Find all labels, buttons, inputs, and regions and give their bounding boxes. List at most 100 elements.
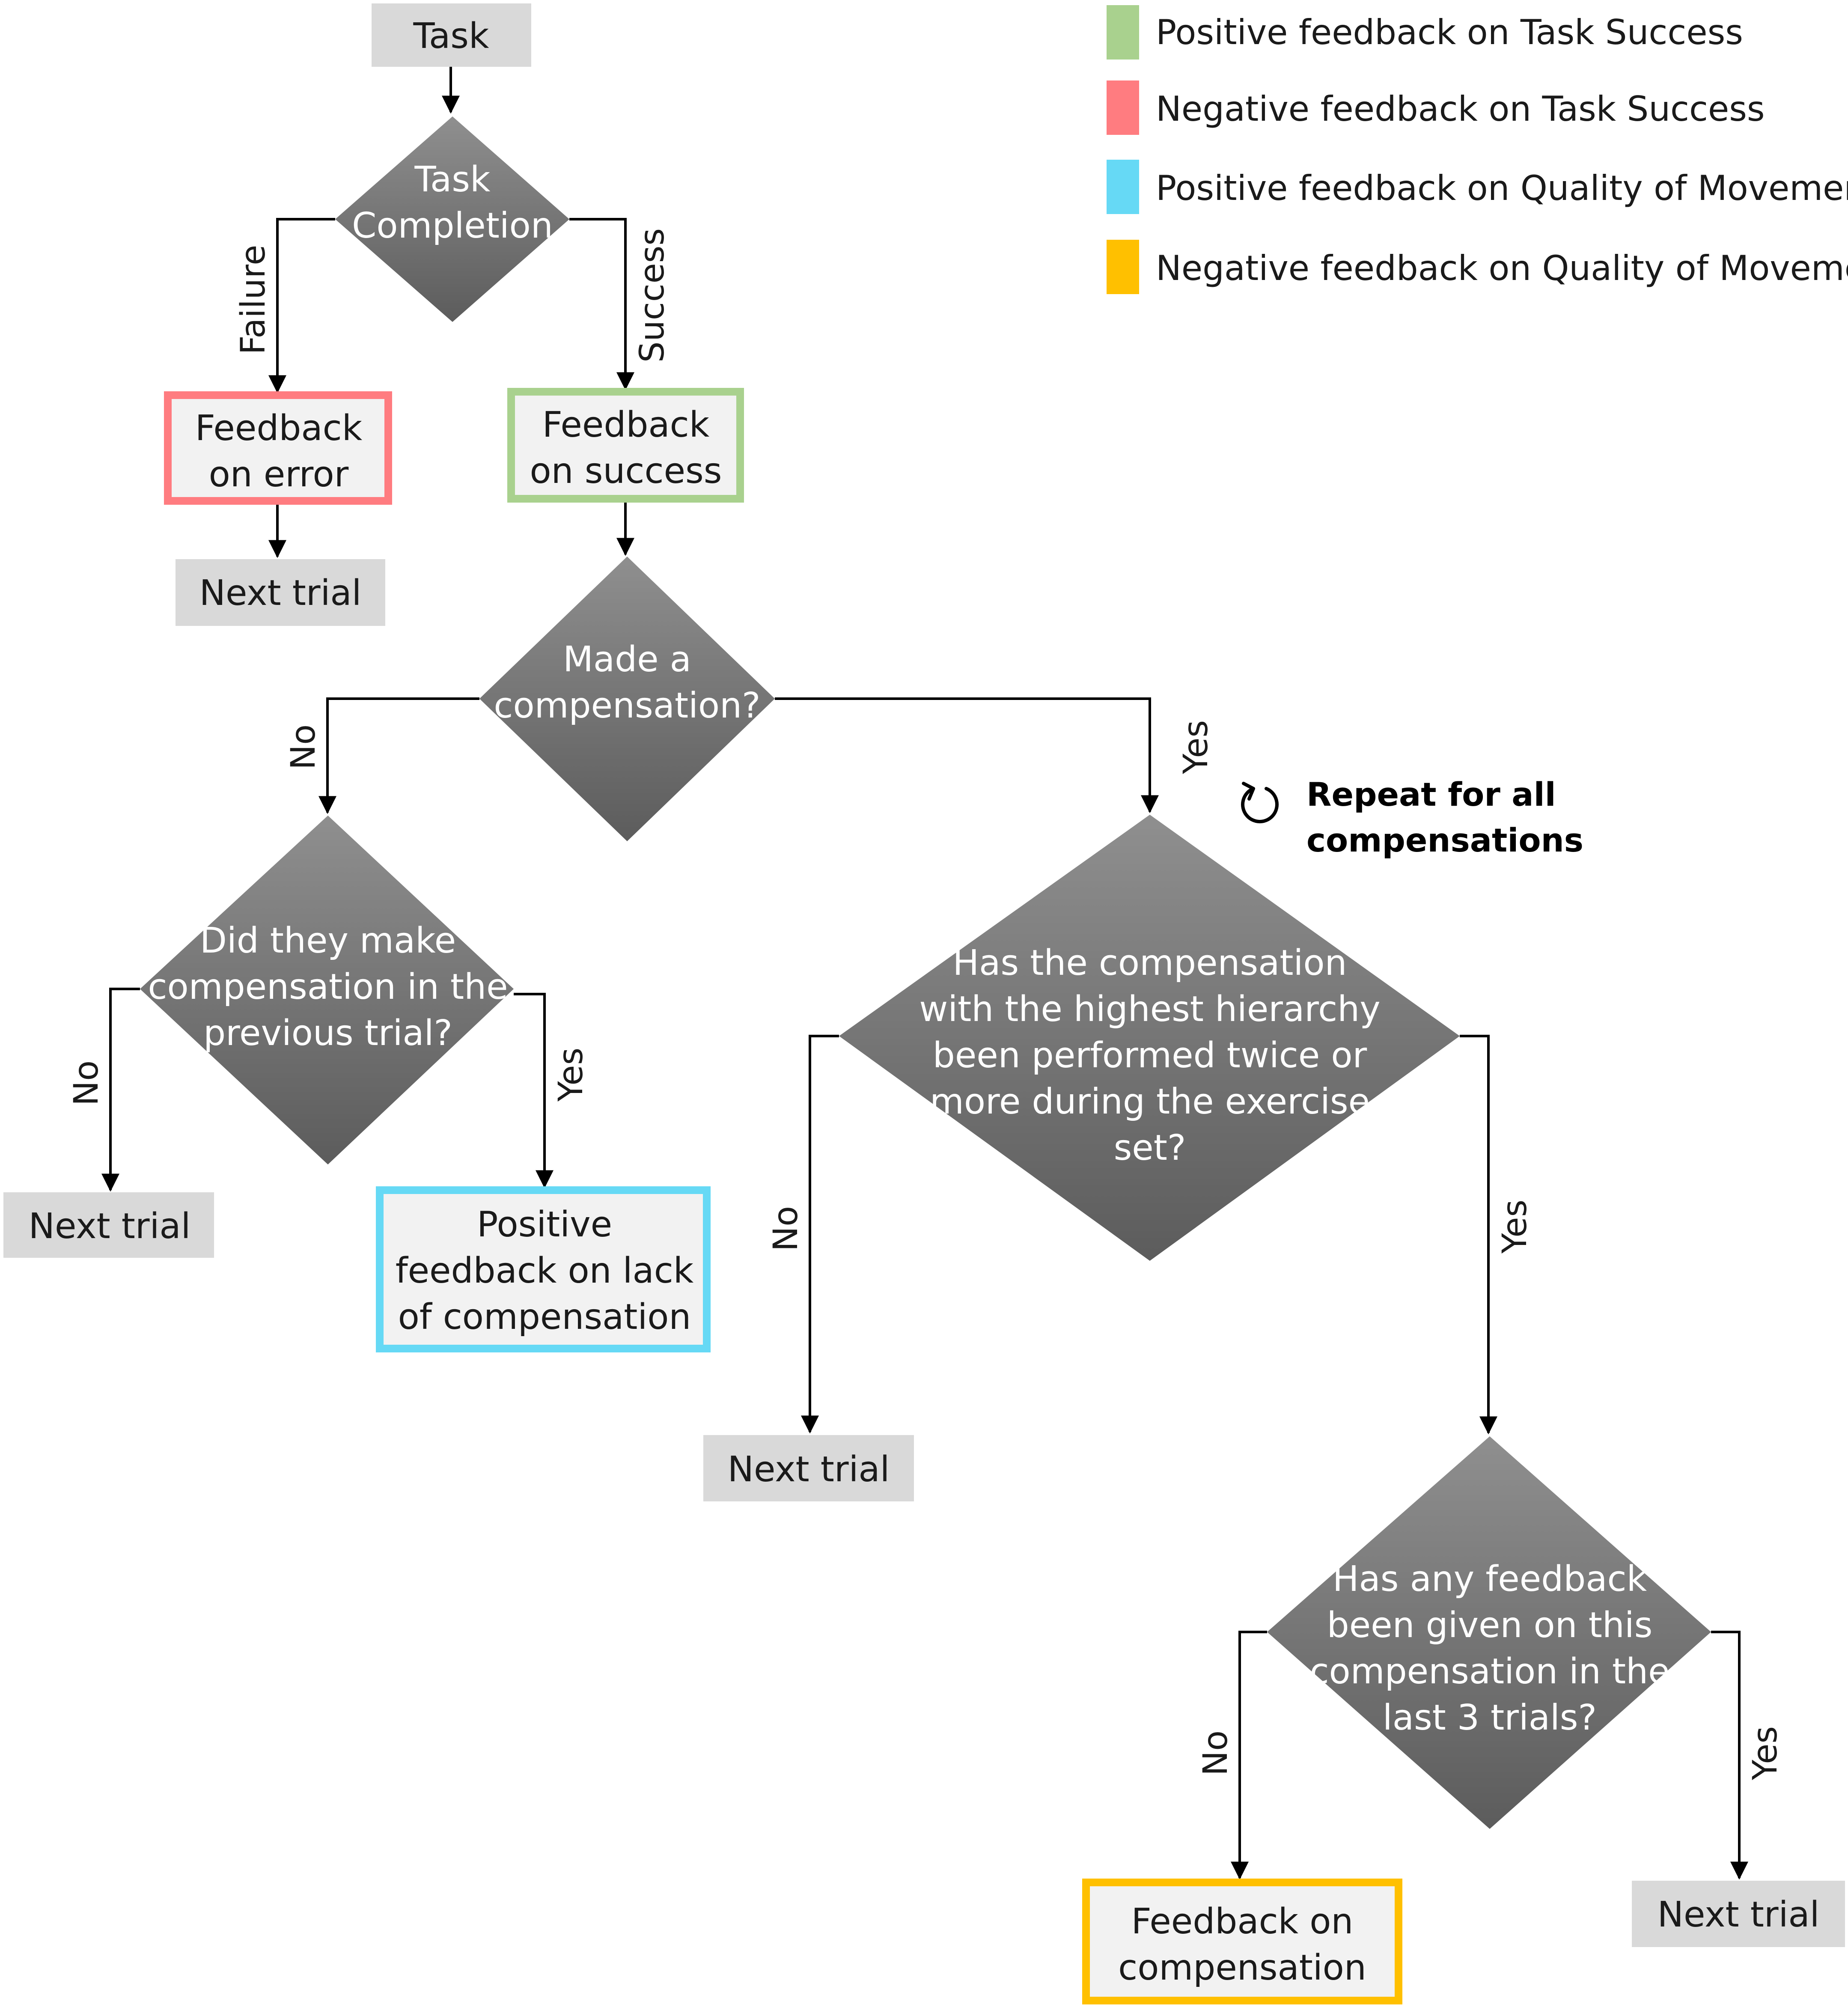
decision-task-completion: Task Completion	[335, 116, 569, 322]
decision-highest-hierarchy-line-5: set?	[1114, 1128, 1186, 1168]
svg-text:Has any feedback: Has any feedback	[1333, 1559, 1647, 1599]
decision-task-completion-line-1: Task	[414, 159, 491, 200]
terminal-next-trial-2-label: Next trial	[29, 1206, 191, 1247]
connector-prev-no	[101, 988, 140, 1192]
legend-item-1: Positive feedback on Task Success	[1107, 5, 1743, 60]
svg-text:Positive: Positive	[477, 1204, 612, 1245]
feedback-on-compensation-line-2: compensation	[1118, 1947, 1366, 1988]
legend-label-2: Negative feedback on Task Success	[1156, 89, 1765, 129]
svg-text:on error: on error	[209, 454, 349, 495]
positive-feedback-lack-line-1: Positive	[477, 1204, 612, 1245]
svg-text:been given on this: been given on this	[1327, 1605, 1653, 1646]
terminal-task: Task	[372, 3, 531, 67]
connector-last-yes	[1711, 1631, 1748, 1880]
connector-failure	[268, 218, 335, 393]
label-yes-last: Yes	[1746, 1726, 1785, 1781]
legend-item-4: Negative feedback on Quality of Movement	[1107, 240, 1848, 294]
svg-text:previous trial?: previous trial?	[203, 1013, 452, 1054]
positive-feedback-lack-line-2: feedback on lack	[396, 1251, 694, 1291]
svg-text:Has the compensation: Has the compensation	[953, 943, 1347, 983]
decision-made-compensation: Made a compensation?	[479, 557, 775, 841]
terminal-next-trial-2: Next trial	[3, 1192, 214, 1258]
positive-feedback-lack-line-3: of compensation	[398, 1297, 691, 1337]
feedback-on-error-box: Feedback on error	[164, 391, 392, 505]
legend-swatch-4	[1107, 240, 1139, 294]
svg-text:with the highest hierarchy: with the highest hierarchy	[919, 989, 1381, 1030]
svg-text:been performed twice or: been performed twice or	[933, 1035, 1367, 1076]
svg-text:compensation in the: compensation in the	[148, 967, 508, 1007]
decision-last-3-trials: Has any feedback been given on this comp…	[1267, 1436, 1711, 1829]
decision-previous-trial: Did they make compensation in the previo…	[140, 816, 514, 1164]
connector-last-no	[1231, 1631, 1267, 1880]
svg-text:Repeat for all: Repeat for all	[1306, 775, 1556, 813]
legend-item-2: Negative feedback on Task Success	[1107, 80, 1765, 135]
connector-made-no	[318, 697, 479, 814]
svg-text:of compensation: of compensation	[398, 1297, 691, 1337]
decision-last-3-trials-line-3: compensation in the	[1309, 1651, 1669, 1692]
svg-text:feedback on lack: feedback on lack	[396, 1251, 694, 1291]
svg-text:compensation in the: compensation in the	[1309, 1651, 1669, 1692]
label-no-made: No	[284, 724, 323, 770]
terminal-task-label: Task	[413, 16, 489, 57]
decision-last-3-trials-line-2: been given on this	[1327, 1605, 1653, 1646]
svg-text:Feedback: Feedback	[195, 408, 363, 449]
connector-hier-no	[801, 1035, 839, 1434]
feedback-on-compensation-box: Feedback on compensation	[1082, 1879, 1402, 2004]
feedback-on-success-line-2: on success	[530, 451, 722, 491]
svg-text:more during the exercise: more during the exercise	[930, 1081, 1370, 1122]
svg-text:last 3 trials?: last 3 trials?	[1383, 1697, 1597, 1738]
decision-task-completion-line-2: Completion	[352, 205, 553, 246]
terminal-next-trial-1: Next trial	[176, 559, 385, 626]
terminal-next-trial-4: Next trial	[1632, 1881, 1845, 1947]
repeat-note-line-1: Repeat for all	[1306, 775, 1556, 813]
feedback-on-success-box: Feedback on success	[507, 388, 744, 503]
label-yes-made: Yes	[1177, 720, 1215, 774]
legend-item-3: Positive feedback on Quality of Movement	[1107, 160, 1848, 214]
feedback-on-success-line-1: Feedback	[542, 405, 710, 445]
positive-feedback-lack-box: Positive feedback on lack of compensatio…	[376, 1186, 711, 1352]
svg-text:Did they make: Did they make	[200, 920, 456, 961]
repeat-icon	[1241, 782, 1279, 824]
connectors	[101, 67, 1748, 1880]
legend-label-1: Positive feedback on Task Success	[1156, 12, 1743, 52]
connector-hier-yes	[1460, 1035, 1497, 1435]
decision-highest-hierarchy-line-3: been performed twice or	[933, 1035, 1367, 1076]
feedback-on-compensation-line-1: Feedback on	[1131, 1901, 1354, 1942]
decision-highest-hierarchy: Has the compensation with the highest hi…	[839, 815, 1460, 1261]
terminal-next-trial-1-label: Next trial	[199, 573, 362, 613]
svg-text:Feedback on: Feedback on	[1131, 1901, 1354, 1942]
decision-highest-hierarchy-line-2: with the highest hierarchy	[919, 989, 1381, 1030]
svg-text:on success: on success	[530, 451, 722, 491]
terminal-next-trial-4-label: Next trial	[1658, 1894, 1820, 1935]
legend-swatch-3	[1107, 160, 1139, 214]
svg-text:compensation: compensation	[1118, 1947, 1366, 1988]
legend-label-4: Negative feedback on Quality of Movement	[1156, 248, 1848, 288]
svg-text:compensations: compensations	[1306, 821, 1583, 859]
decision-previous-trial-line-1: Did they make	[200, 920, 456, 961]
svg-text:compensation?: compensation?	[494, 685, 760, 726]
label-yes-prev: Yes	[552, 1048, 590, 1102]
edge-labels: Failure Success No Yes No Yes No Yes No …	[67, 228, 1785, 1781]
legend-swatch-1	[1107, 5, 1139, 60]
feedback-on-error-line-1: Feedback	[195, 408, 363, 449]
svg-text:set?: set?	[1114, 1128, 1186, 1168]
connector-made-yes	[775, 697, 1159, 813]
terminal-next-trial-3-label: Next trial	[728, 1449, 890, 1490]
label-no-hier: No	[767, 1206, 805, 1251]
decision-previous-trial-line-2: compensation in the	[148, 967, 508, 1007]
label-failure: Failure	[234, 245, 273, 355]
terminal-next-trial-3: Next trial	[703, 1435, 914, 1501]
decision-highest-hierarchy-line-1: Has the compensation	[953, 943, 1347, 983]
svg-text:Made a: Made a	[563, 639, 691, 680]
decision-made-compensation-line-2: compensation?	[494, 685, 760, 726]
legend-label-3: Positive feedback on Quality of Movement	[1156, 168, 1848, 208]
decision-made-compensation-line-1: Made a	[563, 639, 691, 680]
legend: Positive feedback on Task Success Negati…	[1107, 5, 1848, 294]
decision-highest-hierarchy-line-4: more during the exercise	[930, 1081, 1370, 1122]
label-success: Success	[633, 228, 672, 363]
svg-text:Feedback: Feedback	[542, 405, 710, 445]
label-no-prev: No	[67, 1060, 106, 1106]
svg-text:Completion: Completion	[352, 205, 553, 246]
